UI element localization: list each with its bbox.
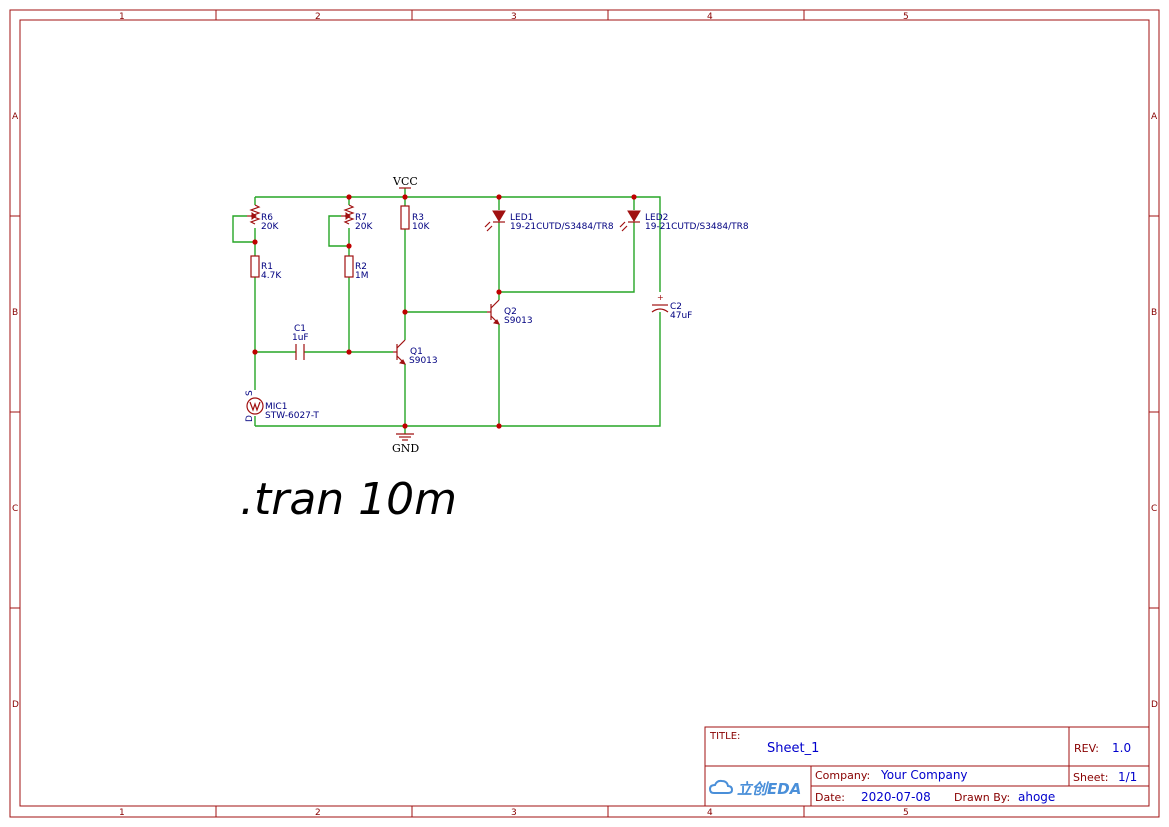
led2-value: 19-21CUTD/S3484/TR8 — [645, 222, 749, 232]
led2-ref: LED2 — [645, 213, 668, 223]
r3-ref: R3 — [412, 213, 424, 223]
logo-text: 立创EDA — [737, 780, 801, 798]
vcc-symbol: VCC — [392, 175, 418, 189]
col-label: 4 — [707, 808, 713, 818]
r7-value: 20K — [355, 222, 373, 232]
drawn-by-value: ahoge — [1018, 790, 1055, 804]
mic1-ref: MIC1 — [265, 402, 287, 412]
title-block: TITLE: Sheet_1 REV: 1.0 Company: Your Co… — [704, 726, 1150, 807]
col-label: 1 — [119, 12, 125, 22]
frame-ticks — [10, 10, 1159, 817]
resistor-r3[interactable]: R3 10K — [400, 205, 430, 232]
row-label: C — [1151, 504, 1157, 514]
drawn-by-label: Drawn By: — [954, 791, 1010, 804]
row-label: B — [12, 308, 18, 318]
inner-border — [19, 19, 1150, 807]
lceda-logo: 立创EDA — [708, 779, 801, 798]
potentiometer-r6[interactable]: R6 20K — [247, 204, 279, 232]
title-label: TITLE: — [709, 731, 740, 742]
c2-value: 47uF — [670, 311, 692, 321]
r6-value: 20K — [261, 222, 279, 232]
wires — [232, 188, 661, 434]
r7-ref: R7 — [355, 213, 367, 223]
row-label: B — [1151, 308, 1157, 318]
row-label: D — [12, 700, 19, 710]
led1-value: 19-21CUTD/S3484/TR8 — [510, 222, 614, 232]
gnd-label: GND — [392, 442, 419, 455]
mic1-pin-s: S — [245, 390, 255, 396]
c2-ref: C2 — [670, 302, 682, 312]
company-label: Company: — [815, 769, 870, 782]
capacitor-c2[interactable]: + C2 47uF — [651, 293, 692, 321]
junctions — [252, 194, 637, 429]
date-label: Date: — [815, 791, 845, 804]
resistor-r2[interactable]: R2 1M — [344, 255, 369, 281]
col-label: 3 — [511, 12, 517, 22]
transistor-q2[interactable]: Q2 S9013 — [487, 299, 533, 326]
sheet-label: Sheet: — [1073, 771, 1109, 784]
r2-value: 1M — [355, 271, 369, 281]
r6-ref: R6 — [261, 213, 273, 223]
resistor-r1[interactable]: R1 4.7K — [250, 255, 282, 281]
transistor-q1[interactable]: Q1 S9013 — [393, 339, 438, 366]
vcc-label: VCC — [392, 175, 418, 188]
mic1-value: STW-6027-T — [265, 411, 319, 421]
rev-value: 1.0 — [1112, 741, 1131, 755]
outer-border — [9, 9, 1160, 818]
col-label: 4 — [707, 12, 713, 22]
led1-ref: LED1 — [510, 213, 533, 223]
col-label: 5 — [903, 12, 909, 22]
col-label: 1 — [119, 808, 125, 818]
potentiometer-r7[interactable]: R7 20K — [341, 204, 373, 232]
capacitor-c1[interactable]: C1 1uF — [292, 324, 309, 360]
q1-value: S9013 — [409, 356, 438, 366]
svg-text:+: + — [657, 293, 664, 302]
row-label: D — [1151, 700, 1158, 710]
row-label: C — [12, 504, 18, 514]
date-value: 2020-07-08 — [861, 790, 931, 804]
r1-ref: R1 — [261, 262, 273, 272]
led-led2[interactable]: LED2 19-21CUTD/S3484/TR8 — [619, 210, 749, 232]
c1-value: 1uF — [292, 333, 309, 343]
q2-value: S9013 — [504, 316, 533, 326]
rev-label: REV: — [1074, 742, 1099, 755]
mic1-pin-d: D — [245, 415, 255, 422]
spice-directive[interactable]: .tran 10m — [240, 474, 457, 525]
col-label: 5 — [903, 808, 909, 818]
microphone-mic1[interactable]: S D MIC1 STW-6027-T — [245, 390, 319, 422]
col-label: 2 — [315, 12, 321, 22]
r2-ref: R2 — [355, 262, 367, 272]
sheet-value: 1/1 — [1118, 770, 1137, 784]
row-label: A — [12, 112, 19, 122]
gnd-symbol: GND — [392, 433, 419, 455]
r3-value: 10K — [412, 222, 430, 232]
col-label: 2 — [315, 808, 321, 818]
row-label: A — [1151, 112, 1158, 122]
q1-ref: Q1 — [410, 347, 423, 357]
col-label: 3 — [511, 808, 517, 818]
led-led1[interactable]: LED1 19-21CUTD/S3484/TR8 — [484, 210, 614, 232]
company-value: Your Company — [880, 768, 968, 782]
cloud-icon — [708, 779, 734, 794]
title-value: Sheet_1 — [767, 741, 819, 756]
r1-value: 4.7K — [261, 271, 282, 281]
q2-ref: Q2 — [504, 307, 517, 317]
c1-ref: C1 — [294, 324, 306, 334]
